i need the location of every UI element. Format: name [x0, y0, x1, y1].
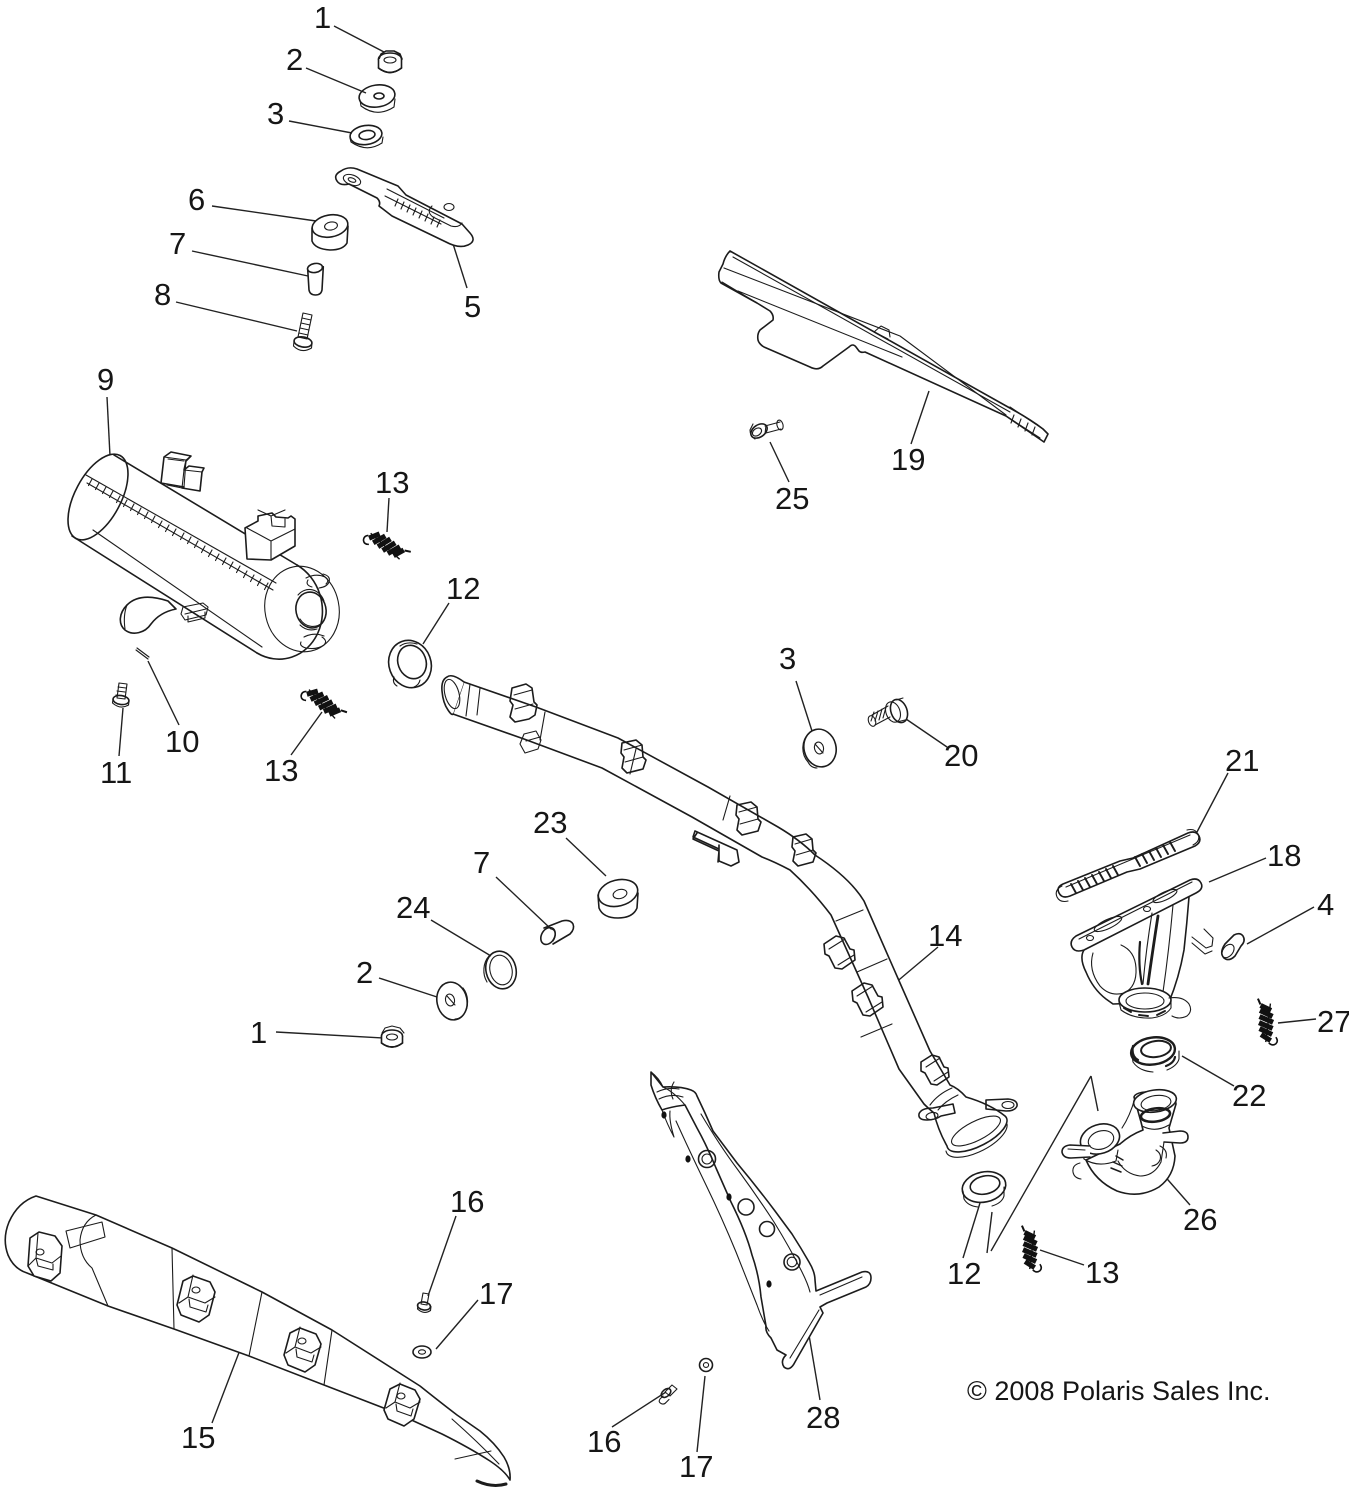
svg-text:13: 13: [264, 753, 298, 788]
svg-text:19: 19: [891, 442, 925, 477]
svg-text:6: 6: [188, 182, 205, 217]
svg-text:14: 14: [928, 918, 962, 953]
svg-text:20: 20: [944, 738, 978, 773]
svg-text:22: 22: [1232, 1078, 1266, 1113]
svg-text:13: 13: [1085, 1255, 1119, 1290]
svg-text:12: 12: [947, 1256, 981, 1291]
svg-text:16: 16: [587, 1424, 621, 1459]
svg-text:21: 21: [1225, 743, 1259, 778]
svg-text:1: 1: [314, 0, 331, 35]
svg-text:13: 13: [375, 465, 409, 500]
svg-text:5: 5: [464, 289, 481, 324]
svg-text:11: 11: [100, 755, 132, 790]
svg-text:10: 10: [165, 724, 199, 759]
svg-text:2: 2: [286, 42, 303, 77]
svg-text:3: 3: [779, 641, 796, 676]
svg-text:27: 27: [1317, 1004, 1349, 1039]
svg-text:28: 28: [806, 1400, 840, 1435]
svg-text:9: 9: [97, 362, 114, 397]
svg-text:15: 15: [181, 1420, 215, 1455]
svg-text:© 2008 Polaris Sales Inc.: © 2008 Polaris Sales Inc.: [967, 1376, 1271, 1406]
svg-text:12: 12: [446, 571, 480, 606]
svg-text:7: 7: [169, 226, 186, 261]
svg-text:24: 24: [396, 890, 430, 925]
svg-text:3: 3: [267, 96, 284, 131]
svg-text:8: 8: [154, 277, 171, 312]
svg-text:23: 23: [533, 805, 567, 840]
svg-text:17: 17: [479, 1276, 513, 1311]
svg-text:18: 18: [1267, 838, 1301, 873]
svg-text:1: 1: [250, 1015, 267, 1050]
svg-text:25: 25: [775, 481, 809, 516]
svg-text:2: 2: [356, 955, 373, 990]
svg-text:7: 7: [473, 845, 490, 880]
svg-text:16: 16: [450, 1184, 484, 1219]
svg-text:17: 17: [679, 1449, 713, 1484]
svg-text:4: 4: [1317, 887, 1334, 922]
svg-text:26: 26: [1183, 1202, 1217, 1237]
